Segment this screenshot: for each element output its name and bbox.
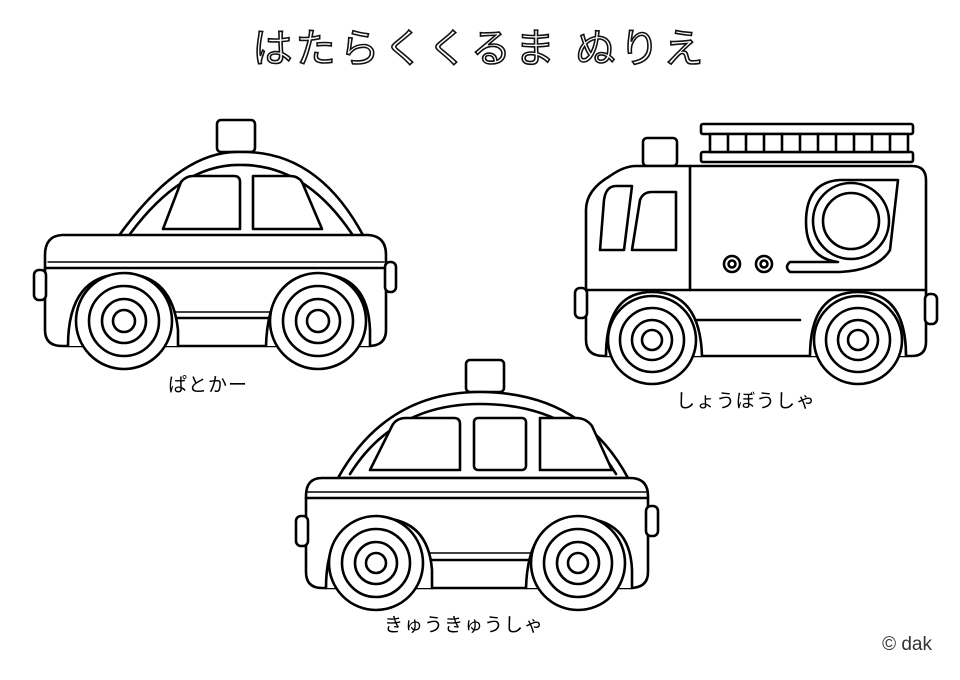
ambulance-icon: [294, 358, 660, 612]
police-car-label: ぱとかー: [168, 374, 249, 396]
page-title: はたらくくるま ぬりえ: [252, 26, 707, 72]
ambulance-label: きゅうきゅうしゃ: [384, 614, 545, 636]
fire-truck-icon: [573, 122, 939, 386]
police-car-icon: [32, 118, 398, 371]
fire-truck-label: しょうぼうしゃ: [676, 390, 817, 412]
copyright-notice: © dak: [882, 634, 932, 655]
